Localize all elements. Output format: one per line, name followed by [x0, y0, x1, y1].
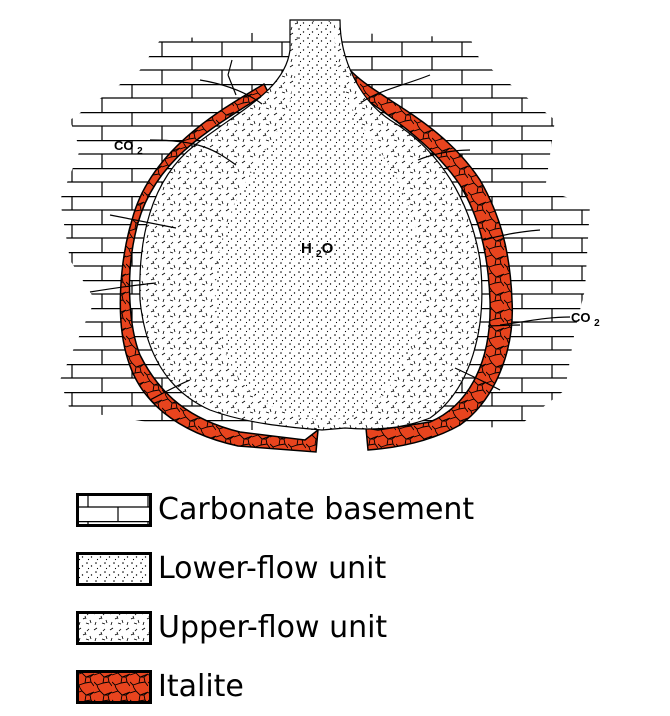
co2-arrows — [89, 59, 541, 401]
italite-rim — [119, 82, 319, 453]
legend-label: Upper-flow unit — [158, 609, 388, 645]
co2-arrow-right — [499, 316, 571, 326]
legend-item: Lower-flow unit — [76, 539, 636, 598]
legend-item: Italite — [76, 657, 636, 716]
magma-chamber-diagram: H 2O CO 2 CO 2 — [60, 19, 600, 453]
legend: Carbonate basement Lower-flow unit Upper… — [76, 480, 636, 716]
legend-label: Italite — [158, 668, 244, 704]
italite-swatch — [76, 669, 152, 704]
legend-label: Carbonate basement — [158, 491, 475, 527]
upper-flow-swatch — [76, 610, 152, 645]
co2-label-right: CO 2 — [571, 310, 600, 329]
legend-label: Lower-flow unit — [158, 550, 387, 586]
lower-flow-unit — [215, 22, 423, 420]
lower-flow-swatch — [76, 551, 152, 586]
legend-item: Upper-flow unit — [76, 598, 636, 657]
legend-item: Carbonate basement — [76, 480, 636, 539]
co2-label-left: CO 2 — [114, 138, 143, 157]
h2o-label: H 2O — [301, 240, 334, 260]
carbonate-basement-swatch — [76, 492, 152, 527]
italite-rim — [349, 70, 514, 451]
